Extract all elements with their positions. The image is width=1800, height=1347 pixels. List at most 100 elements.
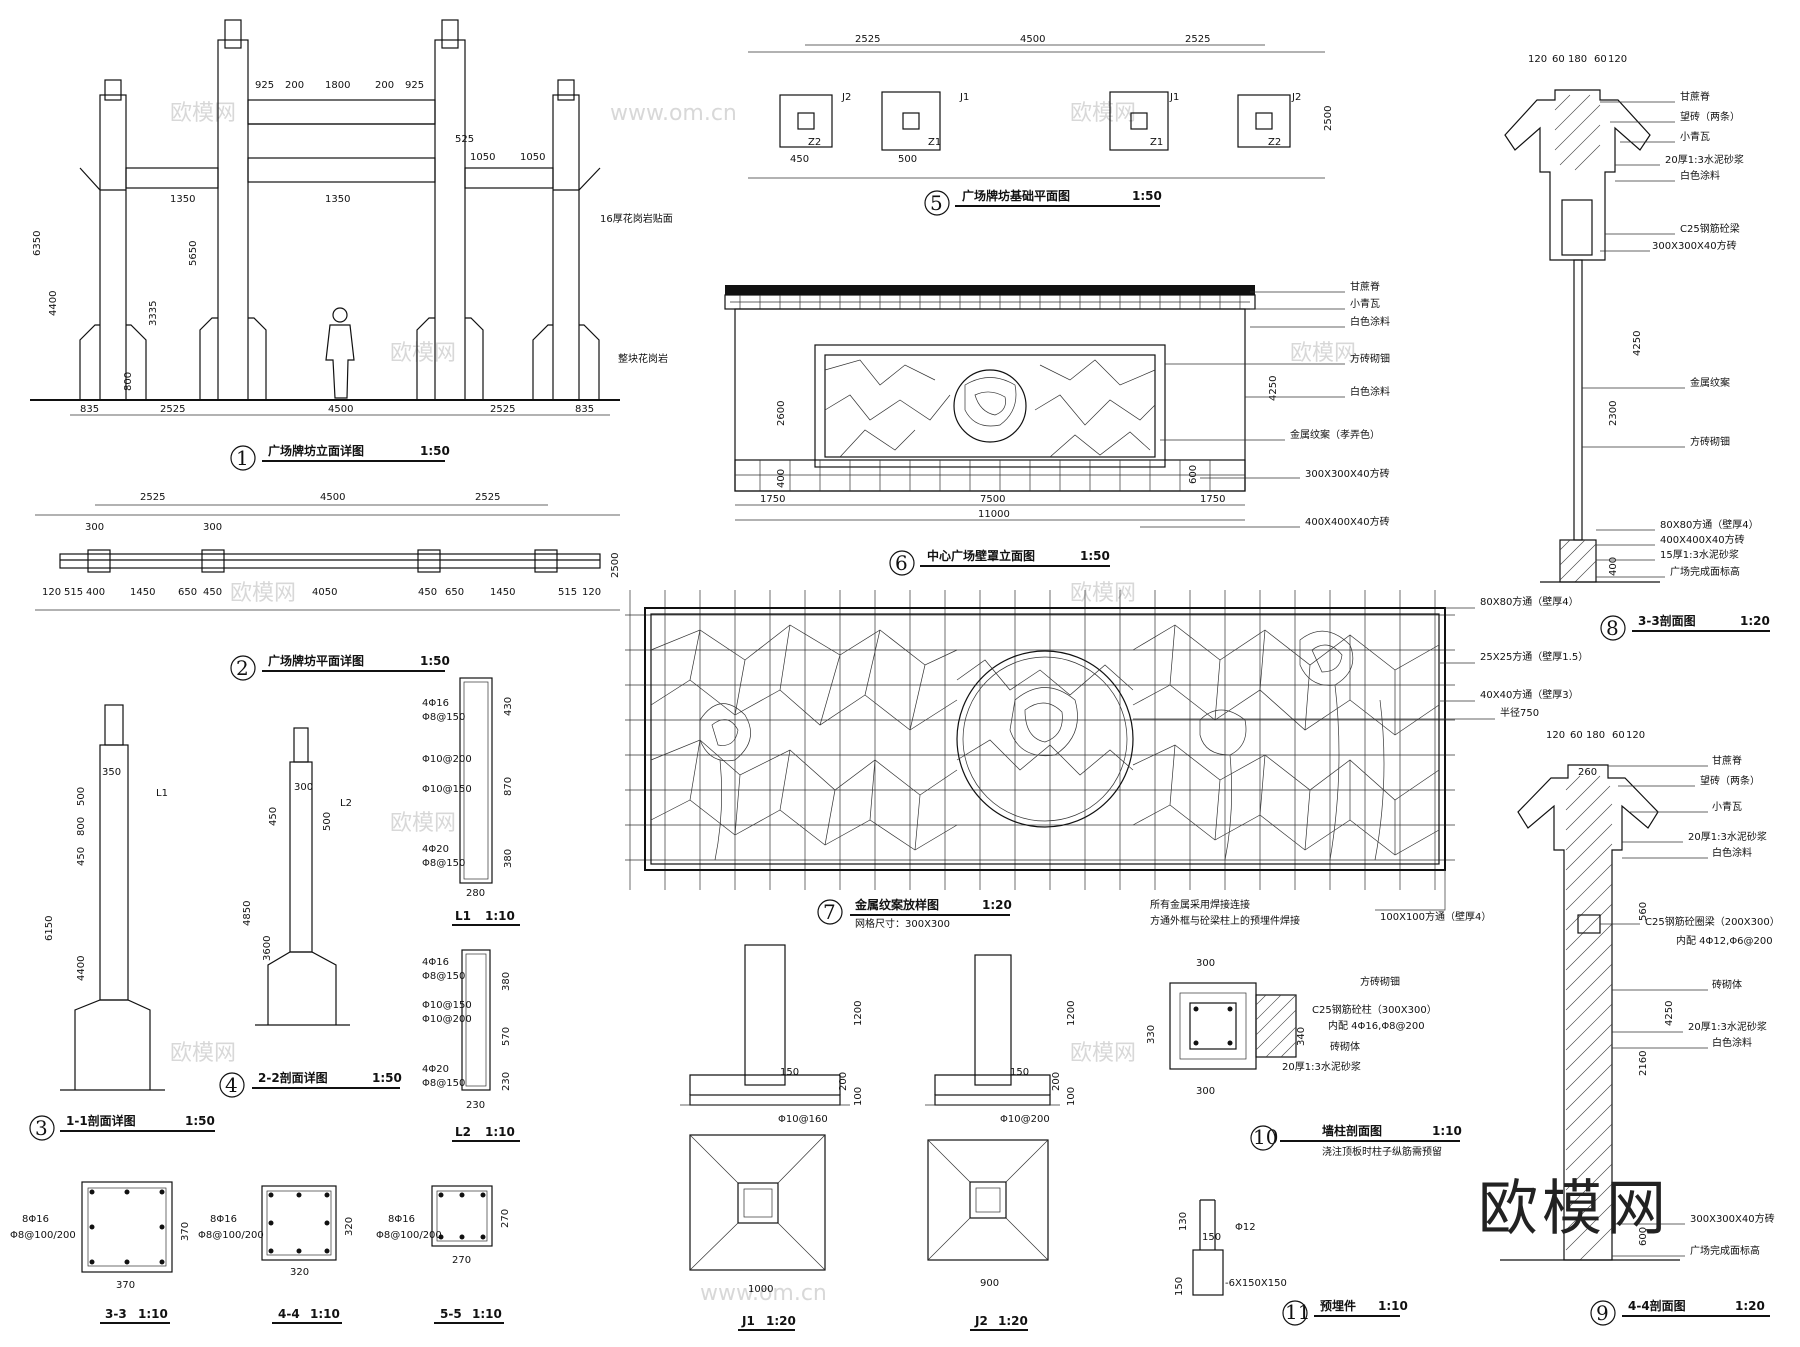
rebar-note: 8Φ16 xyxy=(22,1214,49,1225)
label: 白色涂料 xyxy=(1680,169,1720,182)
dim: 800 xyxy=(123,372,134,391)
dim: 600 xyxy=(1638,1227,1649,1246)
watermark-text: 欧模网 xyxy=(390,341,456,366)
dim: 450 xyxy=(268,807,279,826)
footing-j2: 1200 100 200 150 Φ10@200 900 J2 1:20 xyxy=(925,954,1077,1331)
dim: 1750 xyxy=(760,494,785,505)
label: 100X100方通（壁厚4） xyxy=(1380,910,1491,923)
label: 砖砌体 xyxy=(1712,978,1742,991)
dim: 300 xyxy=(203,522,222,533)
dim: 120 xyxy=(582,587,601,598)
dim: 270 xyxy=(452,1255,471,1266)
tag: J1 xyxy=(959,92,969,103)
dim: 120 xyxy=(42,587,61,598)
dim: 515 xyxy=(64,587,83,598)
label: 内配 4Φ12,Φ6@200 xyxy=(1676,934,1773,947)
section-scale: 1:10 xyxy=(485,1125,515,1139)
dim: 2525 xyxy=(160,404,185,415)
label: 甘蔗脊 xyxy=(1350,280,1380,293)
dim: 400 xyxy=(776,469,787,488)
drawing-4-section: 300 450 500 4850 3600 L2 4 2-2剖面详图 1:50 xyxy=(219,727,402,1098)
rebar-note: Φ8@150 xyxy=(422,1078,465,1089)
rebar-note: 4Φ20 xyxy=(422,1064,449,1075)
label: 白色涂料 xyxy=(1350,315,1390,328)
dim: 2300 xyxy=(1608,401,1619,426)
drawing-scale: 1:50 xyxy=(1080,549,1110,563)
dim: 400 xyxy=(1608,557,1619,576)
label: C25钢筋砼圈梁（200X300） xyxy=(1645,915,1780,928)
rebar-note: Φ8@100/200 xyxy=(376,1230,442,1241)
label: 望砖（两条） xyxy=(1680,110,1740,123)
section-scale: 1:10 xyxy=(485,909,515,923)
label: 整块花岗岩 xyxy=(618,352,668,365)
drawing-scale: 1:10 xyxy=(1432,1124,1462,1138)
dim: 300 xyxy=(1196,958,1215,969)
section-title: 5-5 xyxy=(440,1307,462,1321)
dim: 4500 xyxy=(328,404,353,415)
tag: J2 xyxy=(1291,92,1301,103)
drawing-scale: 1:50 xyxy=(185,1114,215,1128)
dim: 180 xyxy=(1568,54,1587,65)
drawing-number: 7 xyxy=(823,900,836,924)
section-scale: 1:10 xyxy=(138,1307,168,1321)
dim: 2525 xyxy=(490,404,515,415)
dim: 5650 xyxy=(188,241,199,266)
label: 望砖（两条） xyxy=(1700,774,1760,787)
drawing-title: 4-4剖面图 xyxy=(1628,1298,1686,1313)
label: 白色涂料 xyxy=(1712,846,1752,859)
dim: 450 xyxy=(76,847,87,866)
watermark-text: 欧模网 xyxy=(230,581,296,606)
rebar-note: Φ8@150 xyxy=(422,712,465,723)
dim: 100 xyxy=(853,1087,864,1106)
dim: 230 xyxy=(466,1100,485,1111)
footing-title: J1 xyxy=(741,1314,755,1328)
dim: 230 xyxy=(501,1072,512,1091)
drawing-8-section-3-3: 120 60 180 60 120 4250 2300 400 甘蔗脊 望砖（两… xyxy=(1504,54,1770,641)
dim: 2500 xyxy=(610,553,621,578)
tag: J1 xyxy=(1169,92,1179,103)
dim: 320 xyxy=(290,1267,309,1278)
dim: 7500 xyxy=(980,494,1005,505)
dim: 570 xyxy=(501,1027,512,1046)
dim: 380 xyxy=(501,972,512,991)
drawing-11-embedded-part: Φ12 -6X150X150 150 150 130 11 预埋件 1:10 xyxy=(1174,1199,1408,1326)
section-scale: 1:10 xyxy=(472,1307,502,1321)
dim: 1800 xyxy=(325,80,350,91)
section-scale: 1:10 xyxy=(310,1307,340,1321)
drawing-note: 浇注顶板时柱子纵筋需预留 xyxy=(1322,1145,1442,1158)
label: 甘蔗脊 xyxy=(1712,754,1742,767)
tag: L1 xyxy=(156,788,168,799)
rebar-note: 8Φ16 xyxy=(210,1214,237,1225)
dim: 1200 xyxy=(1066,1001,1077,1026)
drawing-title: 2-2剖面详图 xyxy=(258,1070,328,1085)
drawing-number: 8 xyxy=(1606,616,1619,640)
lattice-pattern xyxy=(824,359,1156,458)
tag: Z1 xyxy=(1150,137,1163,148)
label: 广场完成面标高 xyxy=(1670,565,1740,578)
label: 小青瓦 xyxy=(1680,130,1710,143)
dim: 11000 xyxy=(978,509,1010,520)
dim: 525 xyxy=(455,134,474,145)
drawing-scale: 1:50 xyxy=(420,654,450,668)
dim: 450 xyxy=(790,154,809,165)
dim: 60 xyxy=(1612,730,1625,741)
dim: 870 xyxy=(503,777,514,796)
watermark-text: 欧模网 xyxy=(1070,581,1136,606)
dim: 1450 xyxy=(490,587,515,598)
dim: 835 xyxy=(80,404,99,415)
label: 内配 4Φ16,Φ8@200 xyxy=(1328,1019,1425,1032)
rebar-note: Φ8@150 xyxy=(422,858,465,869)
dim: 120 xyxy=(1608,54,1627,65)
dim: 2600 xyxy=(776,401,787,426)
dim: 270 xyxy=(500,1209,511,1228)
label: 20厚1:3水泥砂浆 xyxy=(1688,830,1767,843)
dim: 515 xyxy=(558,587,577,598)
drawing-scale: 1:50 xyxy=(420,444,450,458)
dim: 6350 xyxy=(32,231,43,256)
dim: 4500 xyxy=(320,492,345,503)
dim: 450 xyxy=(203,587,222,598)
tag: J2 xyxy=(841,92,851,103)
footing-title: J2 xyxy=(974,1314,988,1328)
dim: 4500 xyxy=(1020,34,1045,45)
